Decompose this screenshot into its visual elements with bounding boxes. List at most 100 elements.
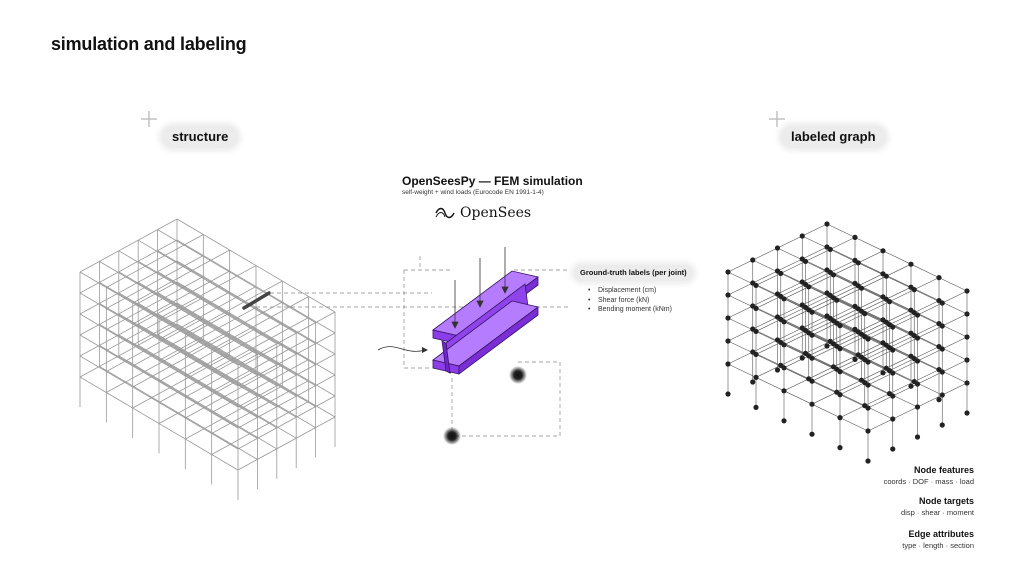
- list-item: Displacement (cm): [588, 286, 672, 296]
- graph-node: [725, 315, 731, 321]
- graph-node: [830, 364, 837, 370]
- graph-node: [855, 352, 861, 358]
- graph-node: [824, 343, 830, 349]
- graph-node: [964, 410, 970, 416]
- graph-node: [862, 403, 868, 409]
- graph-node: [852, 303, 858, 309]
- node-features-title: Node features: [913, 465, 974, 475]
- joint-node-marker: [443, 427, 461, 445]
- graph-node: [799, 256, 805, 262]
- graph-node: [936, 344, 942, 350]
- edge-attributes-block: Edge attributes type · length · section: [902, 528, 974, 551]
- graph-node: [778, 362, 784, 368]
- graph-node: [809, 431, 815, 437]
- graph-node: [890, 416, 896, 422]
- plus-icon: [769, 111, 785, 127]
- graph-node: [725, 269, 731, 275]
- node-targets-block: Node targets disp · shear · moment: [901, 495, 974, 518]
- graph-node: [725, 391, 731, 397]
- graph-node: [852, 257, 858, 263]
- graph-node: [914, 434, 921, 440]
- graph-node: [936, 397, 942, 403]
- graph-node: [883, 365, 889, 371]
- graph-node: [837, 415, 843, 421]
- graph-node: [908, 261, 914, 267]
- graph-node: [880, 248, 886, 254]
- graph-node: [750, 349, 756, 355]
- graph-node: [936, 321, 942, 327]
- graph-node: [753, 404, 759, 410]
- i-beam: [432, 270, 539, 375]
- opensees-logo-text: OpenSees: [460, 205, 532, 221]
- graph-node: [774, 314, 781, 320]
- graph-node: [834, 389, 840, 395]
- graph-node: [799, 355, 805, 361]
- graph-node: [827, 338, 833, 344]
- edge-attributes-title: Edge attributes: [908, 529, 974, 539]
- graph-node: [799, 302, 805, 308]
- graph-node: [908, 284, 914, 290]
- node-features-detail: coords · DOF · mass · load: [883, 477, 974, 486]
- list-item: Bending moment (kNm): [588, 305, 672, 315]
- graph-node: [837, 445, 843, 451]
- graph-node: [750, 379, 756, 385]
- graph-node: [939, 422, 945, 428]
- graph-node: [799, 279, 805, 285]
- graph-node: [890, 446, 896, 452]
- graph-node: [852, 326, 858, 332]
- opensees-logo: OpenSees: [434, 202, 531, 224]
- graph-node: [725, 361, 731, 367]
- graph-node: [781, 418, 787, 424]
- structure-label: structure: [162, 126, 239, 148]
- graph-node: [852, 356, 858, 362]
- graph-node: [908, 330, 914, 336]
- graph-node: [824, 244, 830, 250]
- node-targets-detail: disp · shear · moment: [901, 508, 974, 517]
- graph-node: [880, 370, 886, 376]
- graph-node: [725, 338, 731, 344]
- graph-node: [774, 337, 781, 343]
- graph-edges: [727, 223, 968, 461]
- graph-node: [964, 357, 970, 363]
- graph-node: [908, 307, 914, 313]
- fem-subtitle: self-weight + wind loads (Eurocode EN 19…: [402, 189, 544, 196]
- graph-node: [750, 303, 756, 309]
- graph-node: [750, 326, 756, 332]
- wind-arrow: [377, 346, 426, 352]
- graph-node: [824, 313, 830, 319]
- node-features-block: Node features coords · DOF · mass · load: [884, 464, 974, 487]
- graph-node: [964, 288, 970, 294]
- graph-node: [886, 391, 893, 397]
- graph-node: [939, 392, 945, 398]
- graph-nodes: [725, 221, 970, 464]
- labeled-graph-label: labeled graph: [781, 126, 886, 148]
- list-item: Shear force (kN): [588, 296, 672, 306]
- graph-node: [964, 380, 970, 386]
- graph-node: [774, 268, 781, 274]
- graph-node: [880, 271, 886, 277]
- graph-node: [936, 275, 942, 281]
- graph-node: [880, 294, 886, 300]
- graph-node: [936, 367, 942, 373]
- graph-node: [753, 374, 759, 380]
- graph-node: [908, 353, 914, 359]
- graph-node: [802, 350, 809, 356]
- node-targets-title: Node targets: [918, 496, 974, 506]
- graph-node: [914, 404, 921, 410]
- graph-node: [964, 311, 970, 317]
- graph-node: [774, 245, 781, 251]
- graph-node: [750, 257, 756, 263]
- graph-node: [911, 379, 917, 385]
- highlighted-beam: [242, 291, 271, 310]
- graph-node: [781, 388, 787, 394]
- load-arrows: [451, 247, 509, 329]
- page-title: simulation and labeling: [51, 34, 247, 54]
- graph-node: [964, 334, 970, 340]
- graph-node: [852, 234, 858, 240]
- graph-node: [936, 298, 942, 304]
- graph-node: [858, 377, 865, 383]
- graph-node: [865, 428, 871, 434]
- graph-node: [809, 401, 815, 407]
- fem-title: OpenSeesPy — FEM simulation: [402, 174, 583, 188]
